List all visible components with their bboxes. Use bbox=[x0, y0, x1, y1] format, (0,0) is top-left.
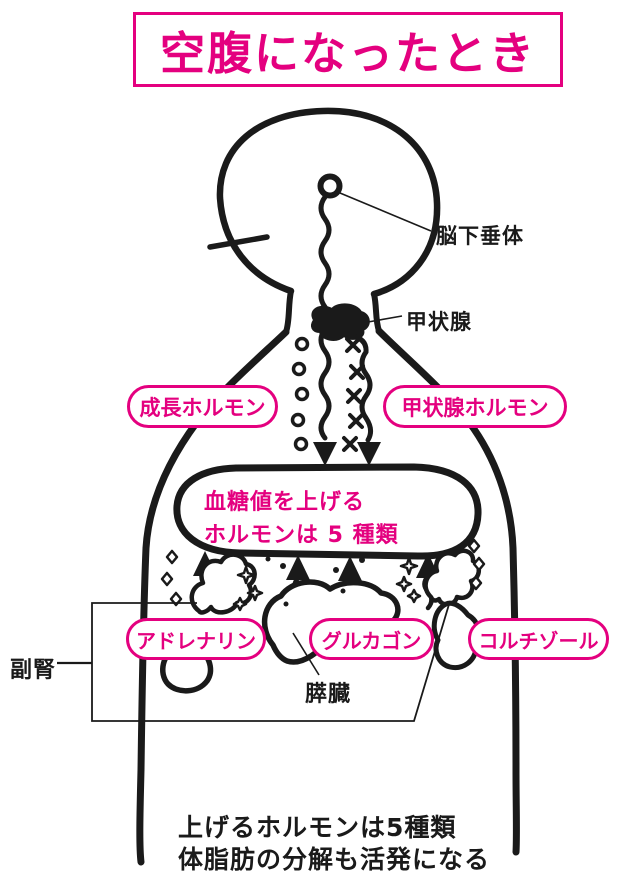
bottom-caption: 上げるホルモンは5種類 体脂肪の分解も活発になる bbox=[178, 812, 490, 876]
center-note: 血糖値を上げる ホルモンは 5 種類 bbox=[204, 486, 399, 552]
sparkle-dots bbox=[265, 553, 424, 607]
label-pituitary: 脳下垂体 bbox=[436, 224, 524, 248]
pill-glucagon: グルカゴン bbox=[309, 618, 434, 660]
pill-growth-hormone: 成長ホルモン bbox=[127, 385, 278, 428]
page-title: 空腹になったとき bbox=[159, 27, 536, 80]
secretion-circle-dots bbox=[290, 336, 310, 452]
caption-line2: 体脂肪の分解も活発になる bbox=[178, 845, 491, 874]
growth-hormone-flow-arrow bbox=[313, 194, 337, 466]
pill-adrenaline: アドレナリン bbox=[126, 618, 266, 660]
pointer-lines bbox=[292, 192, 432, 676]
pituitary-gland-icon bbox=[317, 173, 343, 199]
sparkle-doodles bbox=[160, 538, 486, 612]
label-thyroid: 甲状腺 bbox=[406, 310, 472, 334]
adrenal-bracket bbox=[57, 600, 451, 722]
label-adrenal: 副腎 bbox=[10, 658, 57, 683]
center-note-line1: 血糖値を上げる bbox=[204, 490, 366, 515]
center-note-line2: ホルモンは 5 種類 bbox=[204, 523, 399, 548]
head-outline bbox=[216, 107, 441, 298]
thyroid-hormone-flow-arrow bbox=[349, 333, 381, 466]
title-box: 空腹になったとき bbox=[133, 12, 563, 87]
label-pancreas: 膵臓 bbox=[305, 682, 352, 707]
pill-thyroid-hormone: 甲状腺ホルモン bbox=[383, 385, 567, 428]
pill-cortisol: コルチゾール bbox=[468, 618, 609, 660]
secretion-x-marks bbox=[342, 337, 365, 452]
right-adrenal-doodle bbox=[423, 548, 482, 671]
ear-mark bbox=[207, 234, 270, 250]
caption-line1: 上げるホルモンは5種類 bbox=[178, 813, 457, 842]
